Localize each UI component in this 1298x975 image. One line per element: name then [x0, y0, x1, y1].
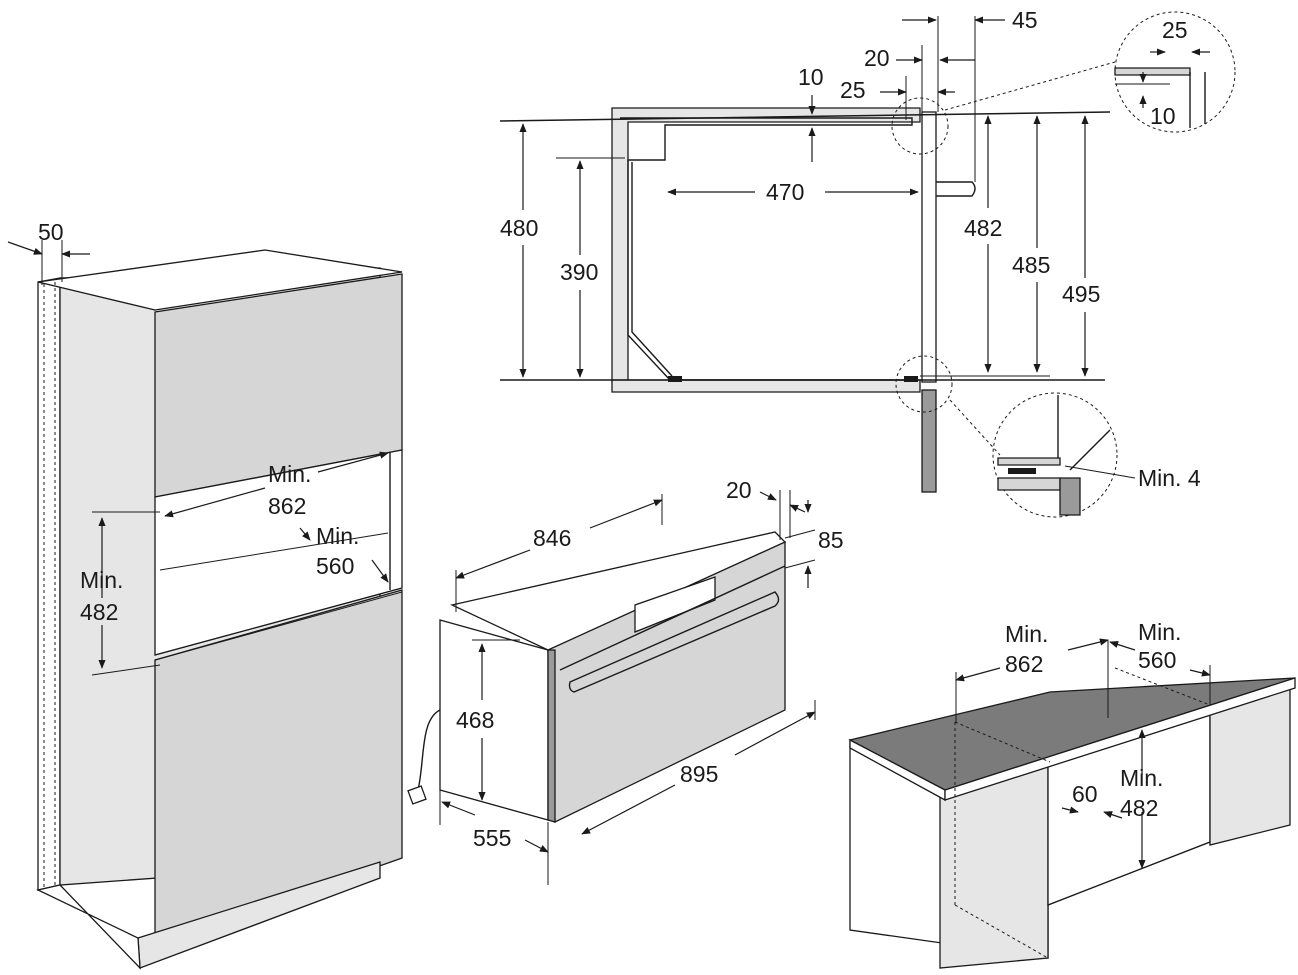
label-section-25: 25: [840, 77, 866, 103]
label-tall-width-862: 862: [268, 493, 306, 519]
label-under-width-min: Min.: [1005, 621, 1048, 647]
label-oven-555: 555: [473, 825, 511, 851]
label-detail-10: 10: [1150, 103, 1176, 129]
label-oven-895: 895: [680, 761, 718, 787]
dimension-labels: 50 Min. 862 Min. 560 Min. 482 480 390 47…: [38, 7, 1201, 851]
label-under-height-482: 482: [1120, 795, 1158, 821]
label-section-45: 45: [1012, 7, 1038, 33]
label-section-10: 10: [798, 64, 824, 90]
label-tall-depth-min: Min.: [316, 523, 359, 549]
oven-drawing: [407, 531, 787, 824]
label-section-482: 482: [964, 215, 1002, 241]
under-counter-dimensions: [955, 638, 1211, 869]
label-oven-85: 85: [818, 527, 844, 553]
label-under-60: 60: [1072, 781, 1098, 807]
label-tall-height-min: Min.: [80, 567, 123, 593]
label-tall-width-min: Min.: [268, 461, 311, 487]
label-detail-25: 25: [1162, 17, 1188, 43]
label-under-width-862: 862: [1005, 651, 1043, 677]
under-counter-drawing: [848, 667, 1296, 969]
label-section-20: 20: [864, 45, 890, 71]
label-oven-20: 20: [726, 477, 752, 503]
label-section-495: 495: [1062, 281, 1100, 307]
label-under-depth-560: 560: [1138, 647, 1176, 673]
label-oven-468: 468: [456, 707, 494, 733]
label-section-390: 390: [560, 259, 598, 285]
section-view-drawing: [499, 61, 1116, 493]
label-section-480: 480: [500, 215, 538, 241]
tall-cabinet-dimensions: [7, 240, 389, 676]
label-under-height-min: Min.: [1120, 765, 1163, 791]
label-tall-depth-50: 50: [38, 219, 64, 245]
section-view-dimensions: [519, 16, 1089, 378]
label-section-485: 485: [1012, 252, 1050, 278]
detail-bottom-drawing: [992, 392, 1136, 518]
label-tall-height-482: 482: [80, 599, 118, 625]
label-tall-depth-560: 560: [316, 553, 354, 579]
label-under-depth-min: Min.: [1138, 619, 1181, 645]
label-section-470: 470: [766, 179, 804, 205]
label-oven-846: 846: [533, 525, 571, 551]
detail-top-drawing: [1114, 11, 1236, 133]
oven-dimensions: [439, 490, 816, 885]
label-detail-min4: Min. 4: [1138, 465, 1201, 491]
